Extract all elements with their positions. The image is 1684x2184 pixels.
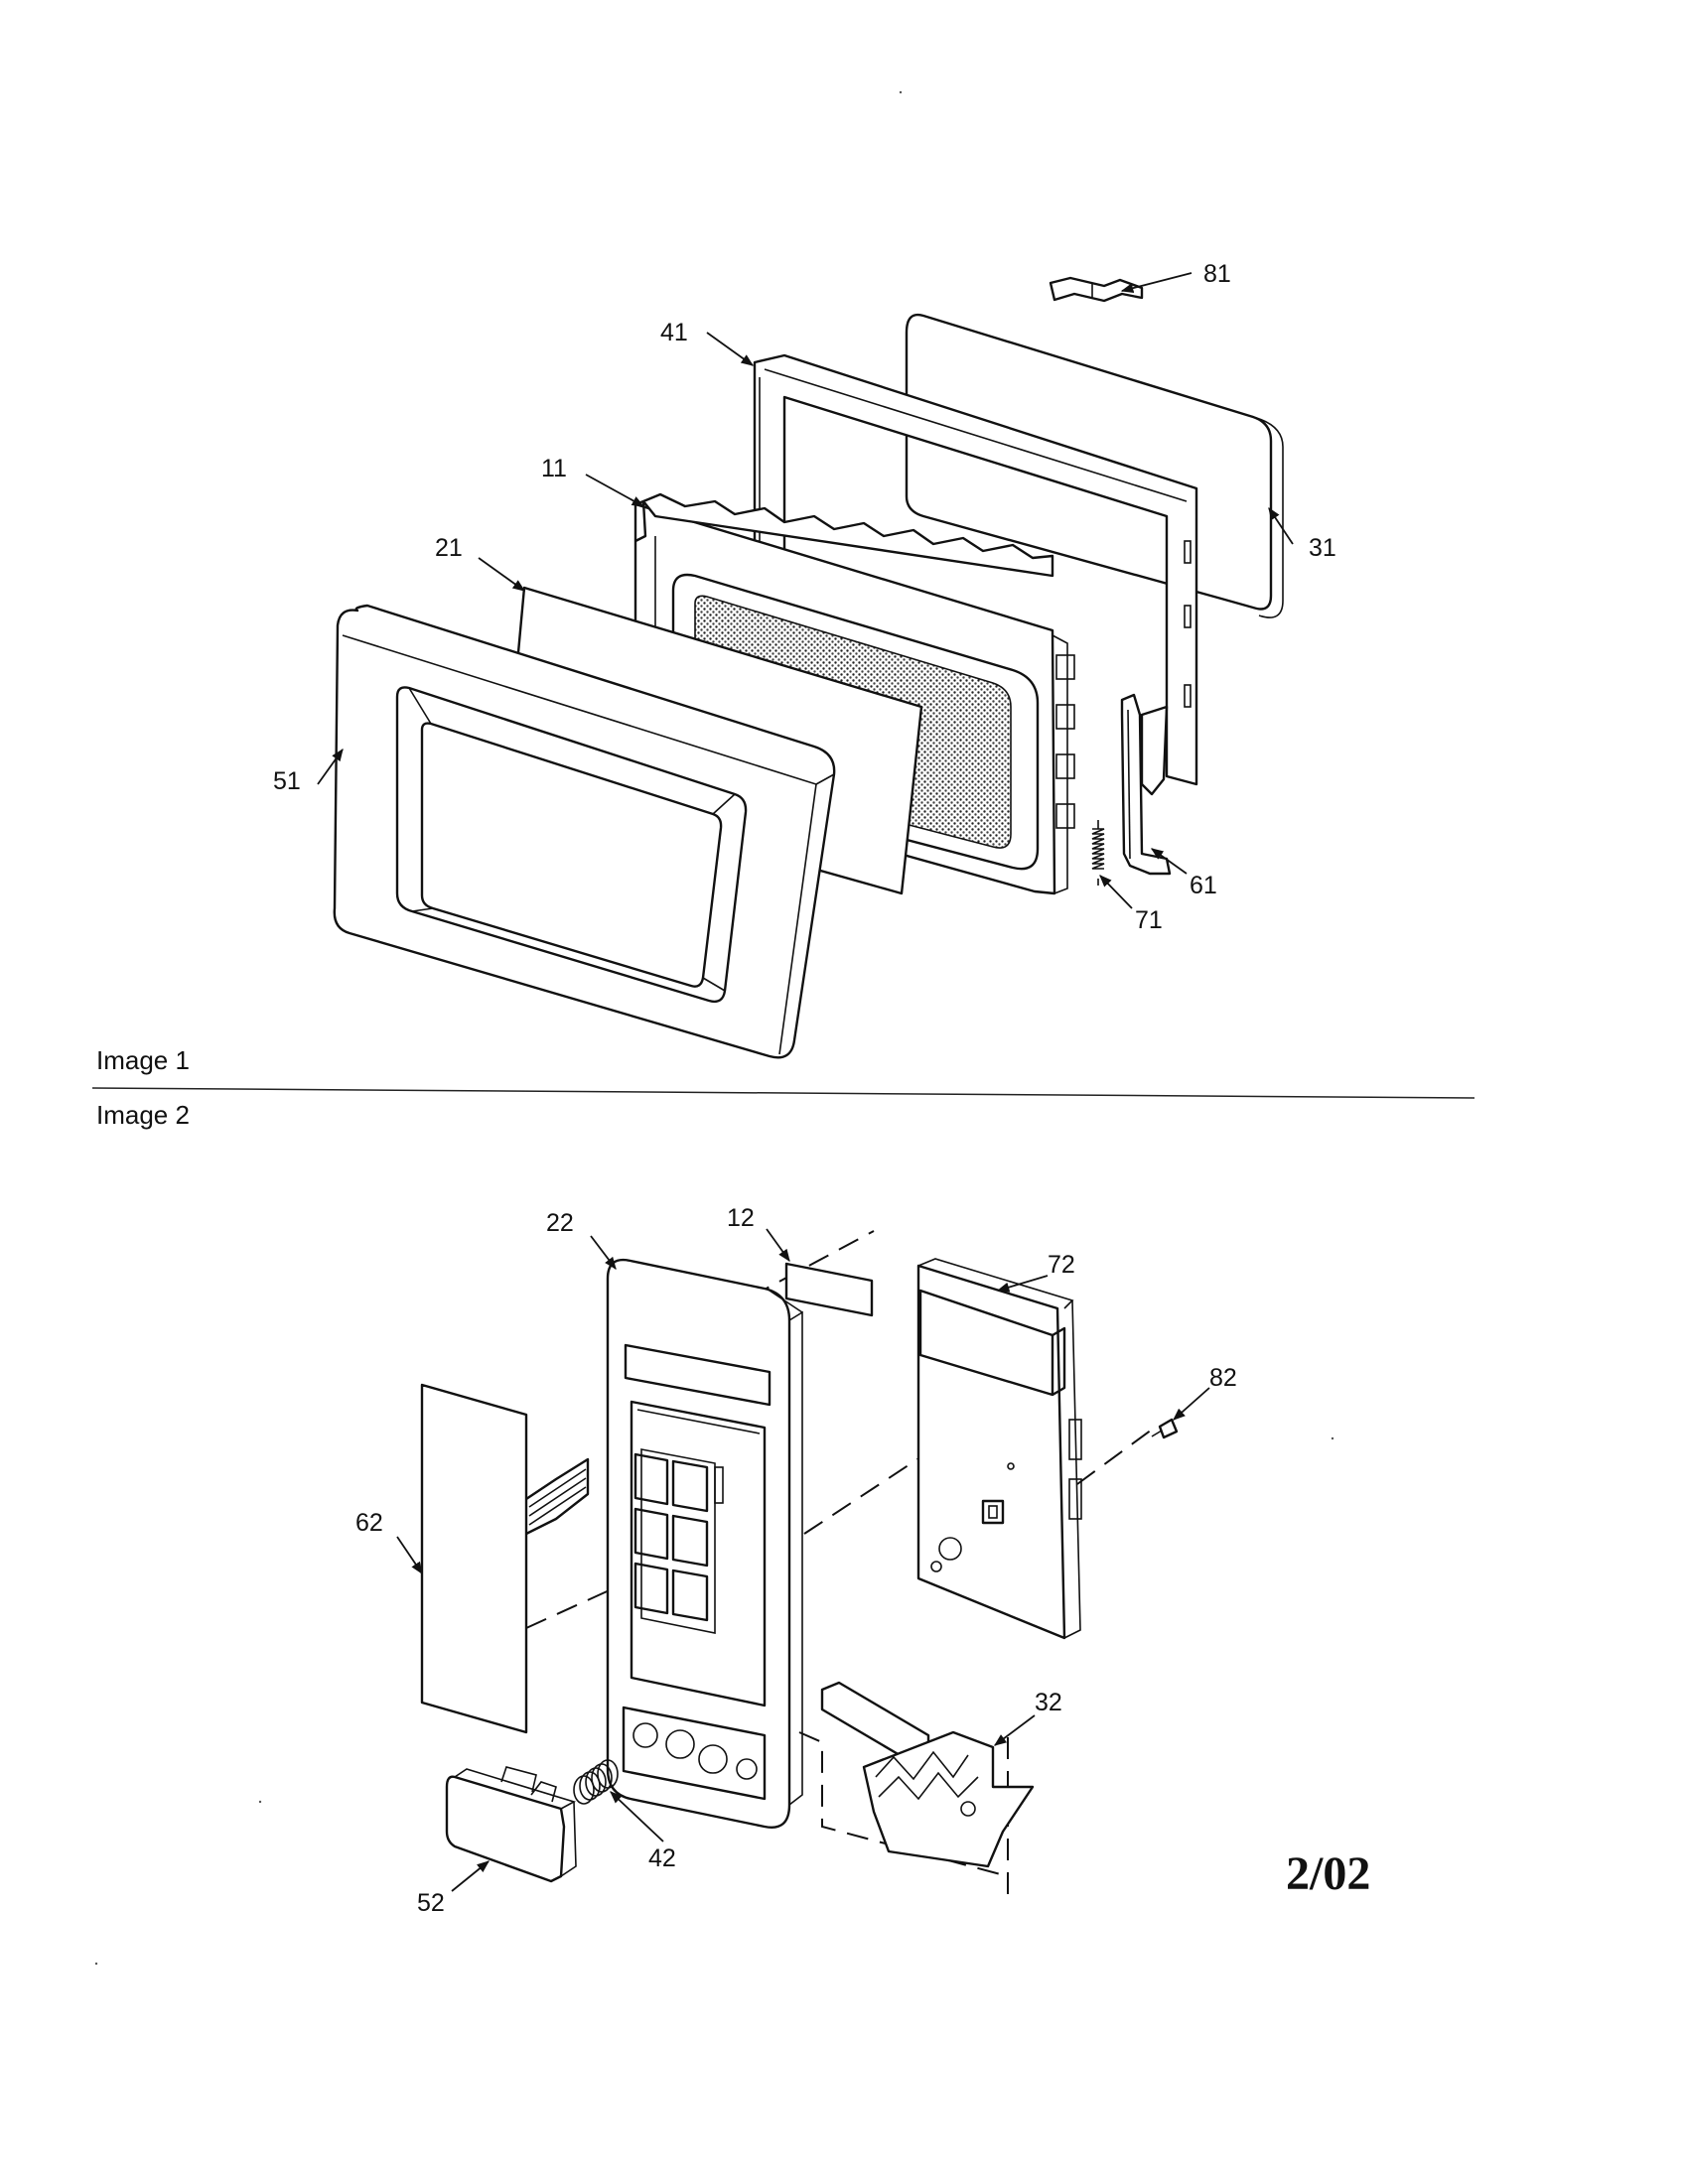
part-51-door-frame <box>333 604 836 1059</box>
callout-52: 52 <box>417 1889 445 1917</box>
callout-62: 62 <box>355 1509 383 1537</box>
callout-71: 71 <box>1135 906 1163 934</box>
part-52-push-button <box>445 1766 577 1883</box>
callout-41: 41 <box>660 319 688 346</box>
part-62-membrane-keypad <box>420 1383 590 1734</box>
callout-42: 42 <box>648 1844 676 1872</box>
callout-82: 82 <box>1209 1364 1237 1392</box>
part-81-hinge-clip <box>1049 276 1144 303</box>
caption-image-2: Image 2 <box>96 1100 190 1130</box>
part-32-latch-lever <box>820 1681 1035 1868</box>
callout-72: 72 <box>1048 1251 1075 1279</box>
callout-61: 61 <box>1190 872 1217 899</box>
part-42-spring <box>573 1759 619 1805</box>
part-82-screw <box>1151 1418 1179 1439</box>
callout-31: 31 <box>1309 534 1336 562</box>
part-71-latch-spring <box>1091 820 1105 886</box>
scan-specks <box>94 90 1334 1966</box>
callout-22: 22 <box>546 1209 574 1237</box>
callout-21: 21 <box>435 534 463 562</box>
part-72-control-board <box>916 1258 1082 1640</box>
caption-image-1: Image 1 <box>96 1045 190 1075</box>
section-divider <box>91 1087 1475 1099</box>
callout-32: 32 <box>1035 1689 1062 1716</box>
leader-lines-image-2 <box>396 1228 1210 1892</box>
part-22-control-panel-frame <box>606 1258 803 1829</box>
door-assembly-group: 81 41 11 21 31 51 61 71 <box>273 260 1336 1059</box>
control-panel-assembly-group: 22 12 72 82 62 32 42 52 <box>355 1204 1237 1917</box>
callout-81: 81 <box>1203 260 1231 288</box>
callout-12: 12 <box>727 1204 755 1232</box>
callout-11: 11 <box>541 455 567 482</box>
leader-lines-image-1 <box>317 272 1294 909</box>
revision-date: 2/02 <box>1286 1847 1370 1900</box>
part-61-latch-lever <box>1120 693 1172 876</box>
part-12-display-window <box>784 1262 874 1317</box>
callout-51: 51 <box>273 767 301 795</box>
